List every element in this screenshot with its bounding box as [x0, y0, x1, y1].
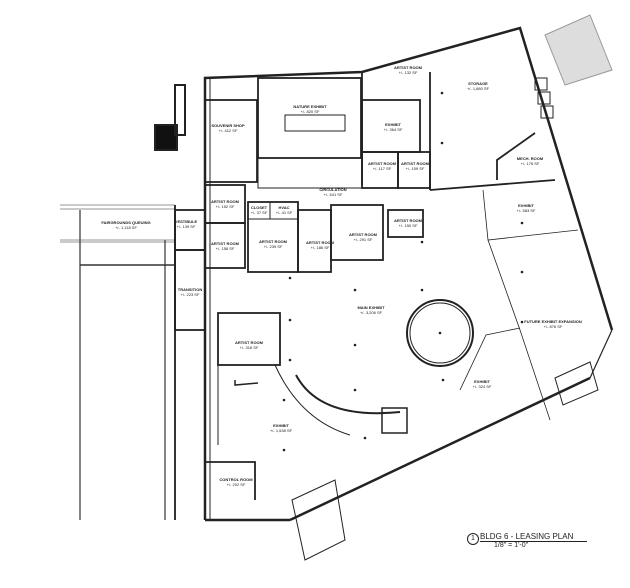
room-label: Mech. Room+/- 176 SF — [516, 156, 544, 166]
room-label: Transition+/- 223 SF — [177, 287, 203, 297]
room-label: Nature Exhibit+/- 820 SF — [293, 104, 327, 114]
room-label: Artist Room+/- 152 SF — [211, 199, 239, 209]
room-label: Storage+/- 1,880 SF — [466, 81, 490, 91]
room-label: Control Room+/- 202 SF — [219, 477, 253, 487]
column-dots — [282, 91, 524, 452]
drawing-title-block: 1 BLDG 6 - LEASING PLAN 1/8" = 1'-0" — [467, 532, 588, 549]
room-label: Exhibit+/- 324 SF — [472, 379, 492, 389]
elevator — [381, 407, 408, 434]
drawing-number: 1 — [467, 533, 479, 545]
room-label: Artist Room+/- 186 SF — [306, 240, 334, 250]
room-label: Future Exhibit Expansion+/- 876 SF — [524, 319, 582, 329]
room-label: Artist Room+/- 291 SF — [349, 232, 377, 242]
room-label: Circulation+/- 541 SF — [319, 187, 347, 197]
adjacent-building — [60, 204, 176, 520]
drawing-title: BLDG 6 - LEASING PLAN — [480, 532, 588, 542]
room-label: Artist Room+/- 239 SF — [259, 239, 287, 249]
curved-wall-inner — [274, 364, 351, 436]
room-label: Vestibule+/- 139 SF — [174, 219, 198, 229]
room-label: Artist Room+/- 316 SF — [235, 340, 263, 350]
room-label: Fairgrounds Queuing+/- 1,118 SF — [101, 220, 151, 230]
stair-bottom — [291, 361, 599, 561]
curved-wall — [295, 374, 401, 415]
room-label: Closet+/- 37 SF — [250, 205, 268, 215]
room-label: Main Exhibit+/- 3,206 SF — [357, 305, 385, 315]
room-label: Souvenir Shop+/- 412 SF — [211, 123, 245, 133]
exterior-walls — [203, 26, 614, 522]
stair-left — [154, 84, 186, 151]
drawing-scale: 1/8" = 1'-0" — [494, 542, 529, 549]
room-label: Exhibit+/- 1,538 SF — [269, 423, 293, 433]
room-label: Artist Room+/- 158 SF — [211, 241, 239, 251]
interior-walls — [174, 72, 556, 500]
exhibit-boundaries — [459, 189, 579, 421]
room-label: HVAC+/- 41 SF — [275, 205, 293, 215]
site-pad — [544, 14, 613, 86]
room-label: Exhibit+/- 364 SF — [383, 122, 403, 132]
room-label: Artist Room+/- 109 SF — [401, 161, 429, 171]
room-label: Exhibit+/- 583 SF — [516, 203, 536, 213]
equipment-pads — [534, 77, 554, 119]
room-label: Artist Room+/- 117 SF — [368, 161, 396, 171]
round-exhibit — [406, 299, 474, 367]
room-label: Artist Room+/- 150 SF — [394, 218, 422, 228]
room-label: Artist Room+/- 132 SF — [394, 65, 422, 75]
